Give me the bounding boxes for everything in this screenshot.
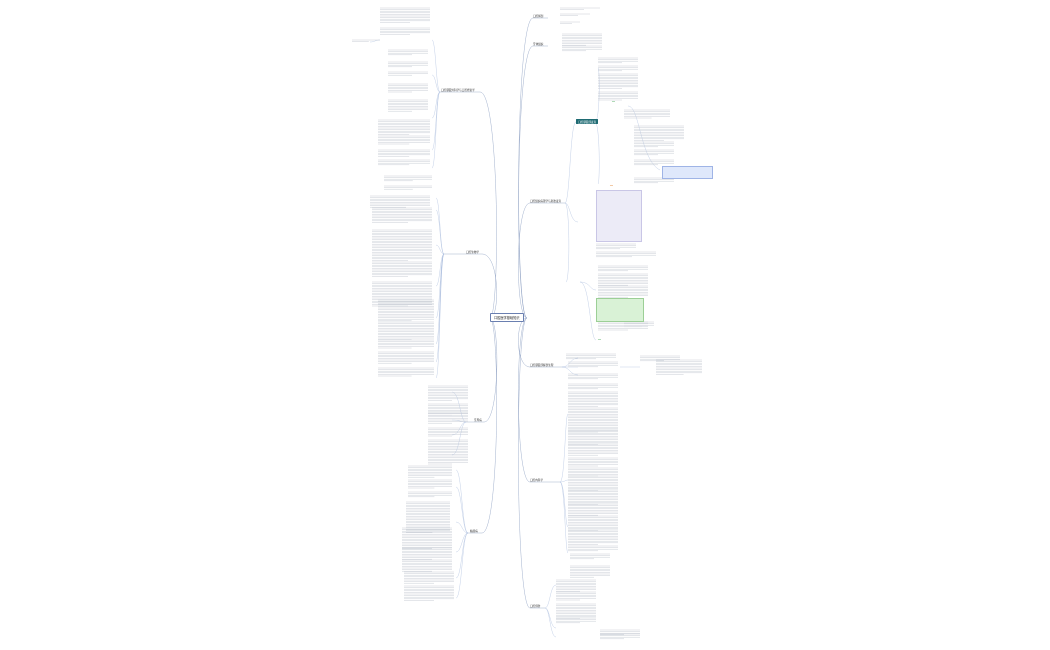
branch-left-1[interactable]: 口腔颌面外科学与口腔修复学: [441, 89, 475, 92]
green-note-box: [596, 298, 644, 322]
branch-right-6[interactable]: 口腔预防: [530, 605, 541, 608]
orange-tag: ━━: [610, 184, 613, 187]
branch-left-4[interactable]: 黏膜病: [470, 530, 478, 533]
branch-left-2[interactable]: 口腔生物学: [466, 251, 479, 254]
green-tag-2: ━━: [598, 338, 601, 341]
green-tag: ━━: [612, 100, 615, 103]
lilac-note-box: [596, 190, 642, 242]
highlight-node[interactable]: 口腔颌面部发育: [576, 119, 599, 125]
branch-right-4[interactable]: 口腔颌面部解剖生理: [530, 364, 554, 367]
branch-right-3[interactable]: 口腔组织病理学与胚胎发育: [530, 200, 562, 203]
branch-left-3[interactable]: 牙周病: [474, 419, 482, 422]
branch-right-5[interactable]: 口腔内科学: [530, 479, 543, 482]
branch-right-2[interactable]: 牙体组织: [533, 43, 544, 46]
root-node[interactable]: 口腔医学基础知识: [490, 313, 524, 322]
branch-right-1[interactable]: 口腔解剖: [533, 15, 544, 18]
blue-note-box: [662, 166, 713, 179]
